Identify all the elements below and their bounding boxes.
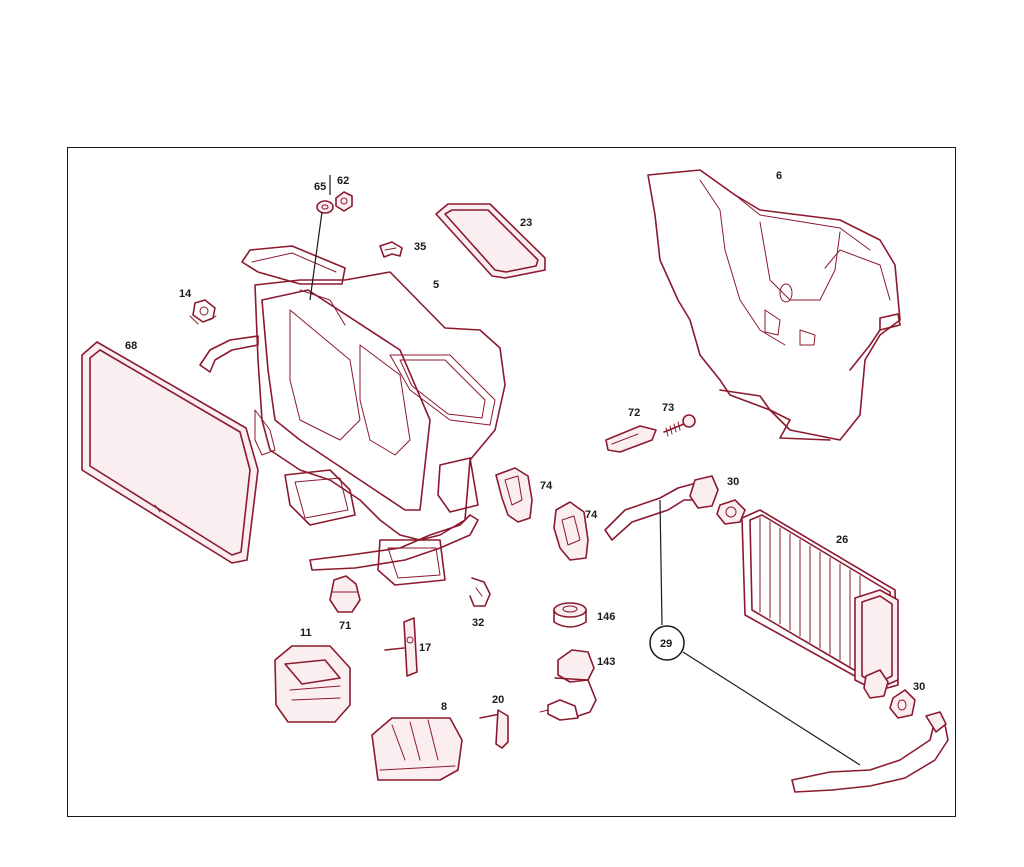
callout-146: 146 bbox=[597, 611, 615, 623]
part-20-pin[interactable] bbox=[479, 709, 509, 749]
callout-8: 8 bbox=[441, 701, 447, 713]
part-68-gasket[interactable] bbox=[81, 341, 259, 564]
part-30-gasket-lower[interactable] bbox=[863, 669, 916, 719]
part-32-clip[interactable] bbox=[469, 577, 491, 607]
callout-72: 72 bbox=[628, 407, 640, 419]
part-pipe-lower[interactable] bbox=[791, 711, 949, 793]
callout-74-b: 74 bbox=[585, 509, 598, 521]
part-26-heater-core[interactable] bbox=[741, 509, 899, 691]
callout-35: 35 bbox=[414, 241, 426, 253]
part-74-bracket-a[interactable] bbox=[495, 467, 533, 523]
callout-23: 23 bbox=[520, 217, 532, 229]
callout-68: 68 bbox=[125, 340, 137, 352]
part-23-seal[interactable] bbox=[435, 203, 546, 279]
callout-30-lower: 30 bbox=[913, 681, 925, 693]
part-8-outlet-housing[interactable] bbox=[371, 717, 463, 781]
callout-71: 71 bbox=[339, 620, 351, 632]
part-pipe-upper[interactable] bbox=[604, 475, 719, 541]
part-146-ring[interactable] bbox=[553, 602, 587, 628]
part-5-heater-housing[interactable] bbox=[199, 245, 506, 586]
callout-32: 32 bbox=[472, 617, 484, 629]
part-17-lever[interactable] bbox=[384, 617, 418, 677]
callout-62: 62 bbox=[337, 175, 349, 187]
callout-143: 143 bbox=[597, 656, 615, 668]
part-73-screw[interactable] bbox=[663, 414, 696, 437]
callout-17: 17 bbox=[419, 642, 431, 654]
part-65-washer[interactable] bbox=[309, 200, 334, 301]
part-35-clip[interactable] bbox=[379, 241, 403, 258]
callout-29-group bbox=[649, 499, 861, 766]
callout-6: 6 bbox=[776, 170, 782, 182]
part-143-actuator[interactable] bbox=[539, 649, 597, 721]
callout-20: 20 bbox=[492, 694, 504, 706]
callout-26: 26 bbox=[836, 534, 848, 546]
part-71-grommet[interactable] bbox=[329, 575, 361, 613]
callout-14: 14 bbox=[179, 288, 192, 300]
callout-65: 65 bbox=[314, 181, 326, 193]
part-30-gasket-upper[interactable] bbox=[716, 499, 746, 525]
callout-29: 29 bbox=[660, 638, 672, 650]
part-74-bracket-b[interactable] bbox=[553, 501, 589, 561]
part-62-nut[interactable] bbox=[335, 191, 353, 212]
callout-5: 5 bbox=[433, 279, 439, 291]
callout-30-upper: 30 bbox=[727, 476, 739, 488]
part-6-cover[interactable] bbox=[647, 169, 901, 441]
callout-73: 73 bbox=[662, 402, 674, 414]
part-11-flap-housing[interactable] bbox=[274, 645, 351, 723]
part-72-bracket[interactable] bbox=[605, 425, 657, 453]
part-14-clip[interactable] bbox=[189, 299, 217, 325]
callout-74-a: 74 bbox=[540, 480, 553, 492]
callout-11: 11 bbox=[300, 627, 312, 639]
